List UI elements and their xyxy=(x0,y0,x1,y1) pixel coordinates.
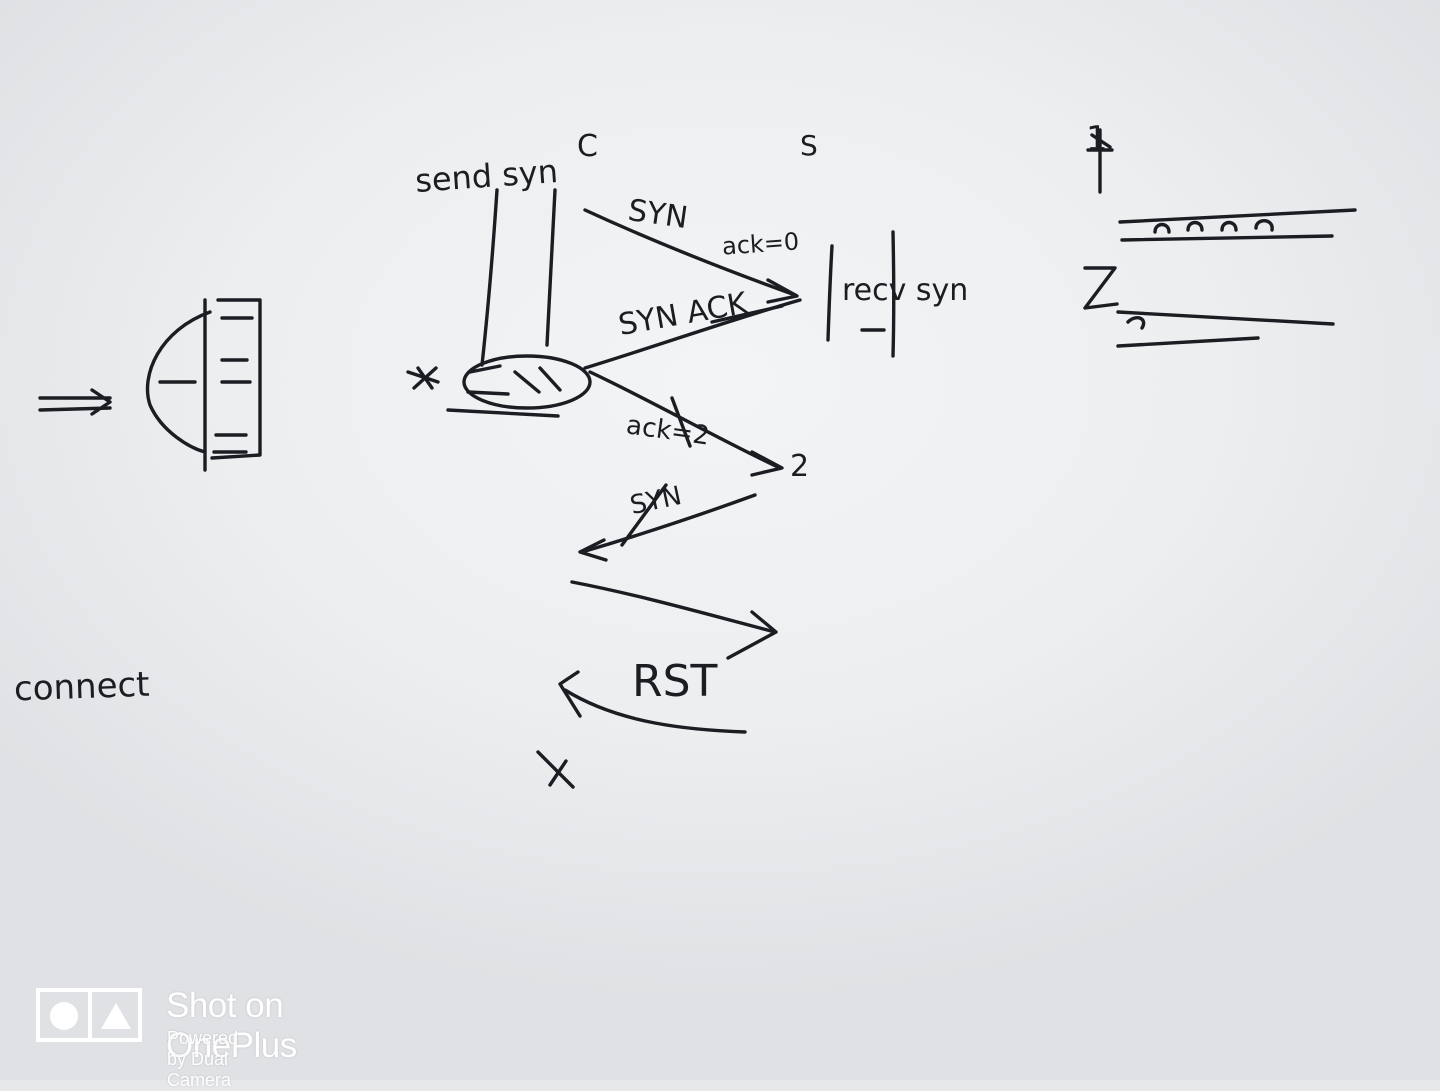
ack0-label: ack=0 xyxy=(721,227,801,261)
client-label: C xyxy=(577,129,598,164)
server-line-a xyxy=(826,244,834,342)
state-ellipse xyxy=(462,354,592,410)
server-line-b xyxy=(891,230,896,358)
syn-back-arrow xyxy=(580,493,757,554)
right-note-2 xyxy=(1083,266,1119,310)
send-timeline xyxy=(480,188,499,367)
right-note-loops xyxy=(1153,219,1274,234)
ack2-arrowhead xyxy=(750,450,784,477)
watermark-subtitle: Powered by Dual Camera xyxy=(167,1028,239,1090)
left-arrow xyxy=(38,388,112,416)
rst-arrowhead xyxy=(558,670,582,718)
send-syn-label: send syn xyxy=(413,152,560,200)
right-note-strike-1 xyxy=(1118,208,1357,242)
next-arrow xyxy=(570,580,777,634)
syn-label: SYN xyxy=(625,193,691,236)
rst-label: RST xyxy=(632,656,718,707)
left-figure-arc xyxy=(145,310,212,454)
num-1-label: 1 xyxy=(1086,119,1108,159)
syn-ack-strike xyxy=(710,304,784,324)
syn-back-strike xyxy=(620,483,668,547)
syn-arrow xyxy=(583,208,797,297)
right-note-1 xyxy=(1086,128,1114,194)
syn-back-arrowhead xyxy=(578,538,608,562)
syn-arrowhead xyxy=(766,278,799,304)
connect-label: connect xyxy=(13,664,151,710)
x-mark-stroke xyxy=(536,750,575,789)
state-scribble xyxy=(446,364,562,418)
right-note-strike-2 xyxy=(1116,310,1335,348)
num-2-label: 2 xyxy=(790,449,810,484)
rst-arrow xyxy=(563,688,747,734)
star-mark xyxy=(406,366,440,390)
left-figure-stack xyxy=(158,298,262,472)
recv-syn-label: recv syn xyxy=(842,273,969,308)
server-label: S xyxy=(800,129,818,162)
next-arrowhead xyxy=(726,610,778,660)
ack2-strike xyxy=(670,396,692,448)
ack2-arrow xyxy=(588,370,782,470)
syn-timeline xyxy=(545,188,557,347)
camera-logo-icon xyxy=(36,988,142,1042)
watermark-title: Shot on OnePlus xyxy=(166,986,297,1065)
